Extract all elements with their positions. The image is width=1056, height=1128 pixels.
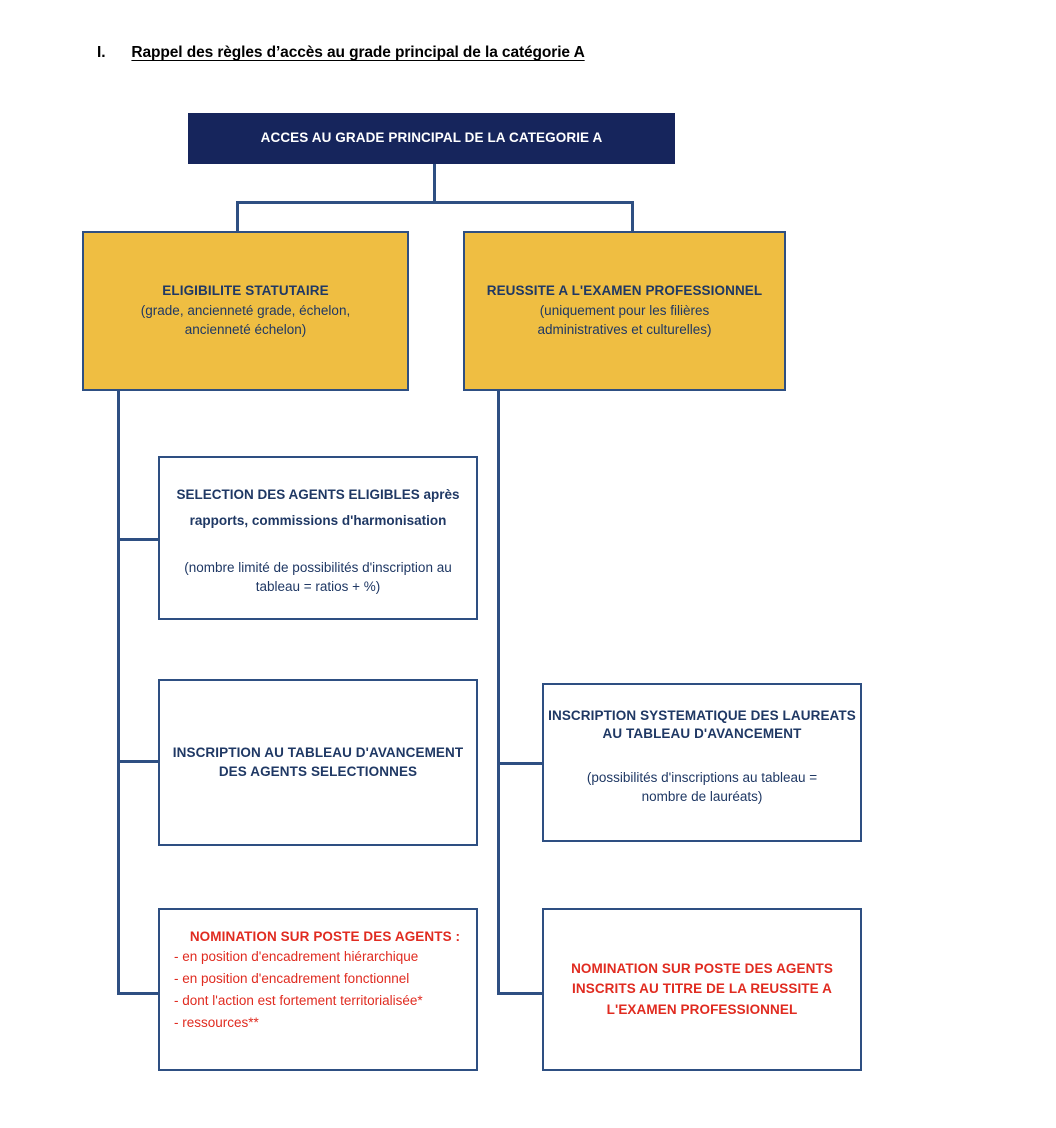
node-selection-title-1: SELECTION DES AGENTS ELIGIBLES après bbox=[176, 487, 460, 502]
node-reussite-subtitle-1: (uniquement pour les filières bbox=[539, 303, 710, 319]
node-eligibilite-statutaire: ELIGIBILITE STATUTAIRE (grade, anciennet… bbox=[82, 231, 409, 391]
node-inscription-title-2: DES AGENTS SELECTIONNES bbox=[218, 763, 418, 779]
node-nomination-laureats-title-3: L'EXAMEN PROFESSIONNEL bbox=[606, 1001, 798, 1017]
node-inscription-title-1: INSCRIPTION AU TABLEAU D'AVANCEMENT bbox=[172, 745, 464, 761]
node-laureats-title-2: AU TABLEAU D'AVANCEMENT bbox=[602, 726, 802, 742]
node-selection-subtitle-2: tableau = ratios + %) bbox=[255, 578, 381, 594]
node-reussite-subtitle-2: administratives et culturelles) bbox=[537, 322, 712, 338]
node-inscription-tableau-avancement: INSCRIPTION AU TABLEAU D'AVANCEMENT DES … bbox=[158, 679, 478, 846]
node-reussite-examen: REUSSITE A L'EXAMEN PROFESSIONNEL (uniqu… bbox=[463, 231, 786, 391]
connector-right-spine bbox=[497, 390, 500, 995]
node-nomination-bullet-list: - en position d'encadrement hiérarchique… bbox=[174, 946, 476, 1033]
node-nomination-title: NOMINATION SUR POSTE DES AGENTS : bbox=[189, 929, 461, 944]
list-item: - en position d'encadrement hiérarchique bbox=[174, 949, 419, 965]
node-selection-title-2: rapports, commissions d'harmonisation bbox=[189, 512, 447, 528]
page-title-numeral: I. bbox=[97, 44, 106, 61]
page-title: I. Rappel des règles d’accès au grade pri… bbox=[97, 44, 585, 62]
node-eligibilite-title: ELIGIBILITE STATUTAIRE bbox=[162, 283, 329, 298]
node-nomination-laureats-title-2: INSCRITS AU TITRE DE LA REUSSITE A bbox=[572, 981, 832, 997]
node-eligibilite-subtitle-1: (grade, ancienneté grade, échelon, bbox=[140, 303, 351, 319]
connector-left-branch-2 bbox=[117, 760, 159, 763]
node-inscription-systematique-laureats: INSCRIPTION SYSTEMATIQUE DES LAUREATS AU… bbox=[542, 683, 862, 842]
connector-left-branch-3 bbox=[117, 992, 159, 995]
connector-root-trunk bbox=[433, 163, 436, 203]
connector-left-spine bbox=[117, 390, 120, 995]
node-nomination-laureats-title-1: NOMINATION SUR POSTE DES AGENTS bbox=[571, 961, 833, 977]
node-root: ACCES AU GRADE PRINCIPAL DE LA CATEGORIE… bbox=[188, 113, 675, 164]
list-item: - ressources** bbox=[174, 1014, 259, 1030]
node-reussite-title: REUSSITE A L'EXAMEN PROFESSIONNEL bbox=[486, 283, 763, 298]
node-eligibilite-subtitle-2: ancienneté échelon) bbox=[184, 322, 307, 338]
connector-right-branch-2 bbox=[497, 992, 543, 995]
list-item: - en position d'encadrement fonctionnel bbox=[174, 971, 410, 987]
node-selection-subtitle-1: (nombre limité de possibilités d'inscrip… bbox=[184, 560, 452, 576]
node-root-title: ACCES AU GRADE PRINCIPAL DE LA CATEGORIE… bbox=[260, 130, 603, 146]
connector-root-crossbar bbox=[236, 201, 634, 204]
node-selection-agents-eligibles: SELECTION DES AGENTS ELIGIBLES après rap… bbox=[158, 456, 478, 620]
connector-root-to-right-branch bbox=[631, 201, 634, 232]
node-nomination-poste-agents: NOMINATION SUR POSTE DES AGENTS : - en p… bbox=[158, 908, 478, 1071]
node-laureats-subtitle-2: nombre de lauréats) bbox=[641, 788, 763, 804]
connector-root-to-left-branch bbox=[236, 201, 239, 232]
connector-right-branch-1 bbox=[497, 762, 543, 765]
list-item: - dont l'action est fortement territoria… bbox=[174, 992, 423, 1008]
page-title-text: Rappel des règles d’accès au grade princ… bbox=[131, 44, 585, 61]
node-laureats-subtitle-1: (possibilités d'inscriptions au tableau … bbox=[586, 770, 818, 786]
node-nomination-poste-laureats: NOMINATION SUR POSTE DES AGENTS INSCRITS… bbox=[542, 908, 862, 1071]
connector-left-branch-1 bbox=[117, 538, 159, 541]
node-laureats-title-1: INSCRIPTION SYSTEMATIQUE DES LAUREATS bbox=[548, 708, 856, 723]
